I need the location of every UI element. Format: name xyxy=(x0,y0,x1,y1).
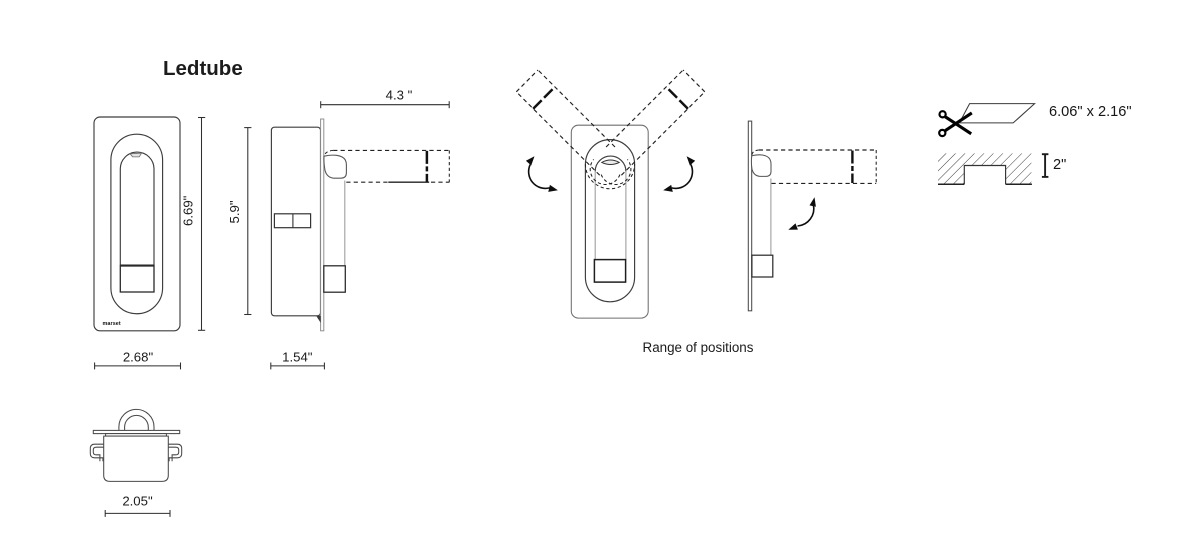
range-side-handle xyxy=(751,254,774,278)
box-width-label: 2.05" xyxy=(122,493,153,508)
side-height-label: 5.9" xyxy=(227,200,242,223)
box-arch-inner xyxy=(124,414,149,431)
range-front-arm-left xyxy=(515,69,616,176)
side-height-dimension: 5.9" xyxy=(227,127,252,316)
recess-note: 2" xyxy=(938,153,1066,186)
front-width-label: 2.68" xyxy=(123,349,154,364)
range-front-pivot-circle-hidden xyxy=(584,164,636,190)
front-height-label: 6.69" xyxy=(181,195,196,226)
range-caption: Range of positions xyxy=(643,340,754,355)
box-arch-outer xyxy=(118,408,155,431)
side-handle xyxy=(323,265,346,293)
front-height-dimension: 6.69" xyxy=(181,116,206,331)
rotation-arrow-side xyxy=(788,197,816,230)
mounting-box: 2.05" xyxy=(89,408,183,517)
range-front-recess xyxy=(584,139,636,303)
recess-depth-label: 2" xyxy=(1053,157,1066,173)
range-front-pivot-lens xyxy=(600,159,621,165)
front-wall-plate xyxy=(93,116,181,332)
recess-channel xyxy=(963,164,1007,185)
recess-depth-bracket xyxy=(1041,153,1049,178)
side-arm-hidden-curve xyxy=(323,149,334,157)
range-front-cap-rotated-right xyxy=(589,159,621,186)
range-front-wall-plate xyxy=(570,124,649,319)
cutout-size-label: 6.06" x 2.16" xyxy=(1049,104,1132,120)
side-arm-extended xyxy=(333,149,450,183)
brand-logo: marset xyxy=(103,321,121,327)
side-bottom-clip xyxy=(316,315,321,323)
side-extension-label: 4.3 " xyxy=(386,87,413,102)
cutout-note: 6.06" x 2.16" xyxy=(938,103,1132,138)
range-front-cap-rotated-left xyxy=(600,159,632,186)
side-extension-dimension: 4.3 " xyxy=(320,87,450,109)
range-side-view xyxy=(747,120,877,312)
range-side-pivot xyxy=(750,154,772,177)
box-body xyxy=(103,435,169,482)
scissors-icon xyxy=(938,110,973,138)
page-title: Ledtube xyxy=(163,57,243,80)
front-tube-notch xyxy=(129,152,143,158)
rotation-arrow-left xyxy=(525,156,558,192)
front-recess-stadium xyxy=(110,133,164,315)
box-clip-right xyxy=(168,443,183,462)
range-front-tube-cap xyxy=(594,155,627,172)
cutout-parallelogram xyxy=(958,103,1036,124)
side-depth-label: 1.54" xyxy=(282,349,313,364)
front-width-dimension: 2.68" xyxy=(94,349,182,370)
side-depth-dimension: 1.54" xyxy=(270,349,325,370)
side-wall-plate xyxy=(320,118,325,332)
rotation-arrow-right xyxy=(663,156,696,192)
front-view: marset 6.69" 2.68" xyxy=(93,116,206,370)
front-handle xyxy=(119,264,155,293)
range-front-arm-right xyxy=(605,69,706,176)
front-tube xyxy=(119,151,155,266)
side-view: 5.9" 4.3 " 1.54" xyxy=(227,87,450,370)
recess-hatched-wall xyxy=(938,153,1032,185)
range-front-view xyxy=(515,69,706,319)
side-pivot xyxy=(323,154,347,179)
range-side-wall-plate xyxy=(747,120,753,312)
range-side-arm-hidden-curve xyxy=(751,149,759,156)
box-clip-left xyxy=(89,443,104,462)
range-side-arm-out xyxy=(758,149,877,184)
range-front-handle xyxy=(593,258,627,283)
box-width-dimension: 2.05" xyxy=(104,493,171,517)
